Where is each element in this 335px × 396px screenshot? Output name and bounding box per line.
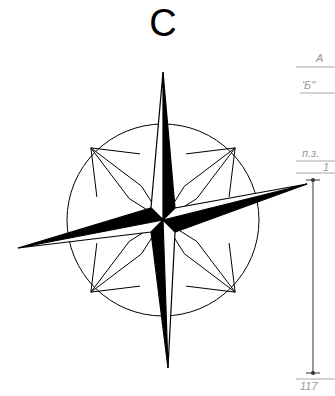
main-point	[163, 72, 175, 220]
diagonal-point	[186, 148, 235, 197]
main-point	[163, 184, 307, 232]
compass-star	[18, 72, 307, 368]
main-point	[18, 220, 163, 248]
axis-label: А	[316, 53, 323, 64]
axis-label: 'Б"	[302, 80, 315, 91]
north-letter: С	[149, 4, 176, 42]
diagonal-point	[186, 243, 235, 292]
main-point	[163, 220, 175, 368]
dimension-value: 117	[300, 381, 318, 392]
level-label: п.з.	[302, 148, 319, 159]
main-point	[163, 184, 307, 220]
main-point	[18, 208, 163, 248]
level-mark: 1	[323, 162, 329, 173]
diagonal-point	[91, 243, 140, 292]
dimension-dot	[311, 178, 315, 182]
diagonal-point	[91, 148, 140, 197]
dimension-dot	[311, 371, 315, 375]
main-point	[151, 72, 163, 220]
sheet-lines	[296, 67, 335, 379]
dimension-line	[306, 180, 320, 373]
